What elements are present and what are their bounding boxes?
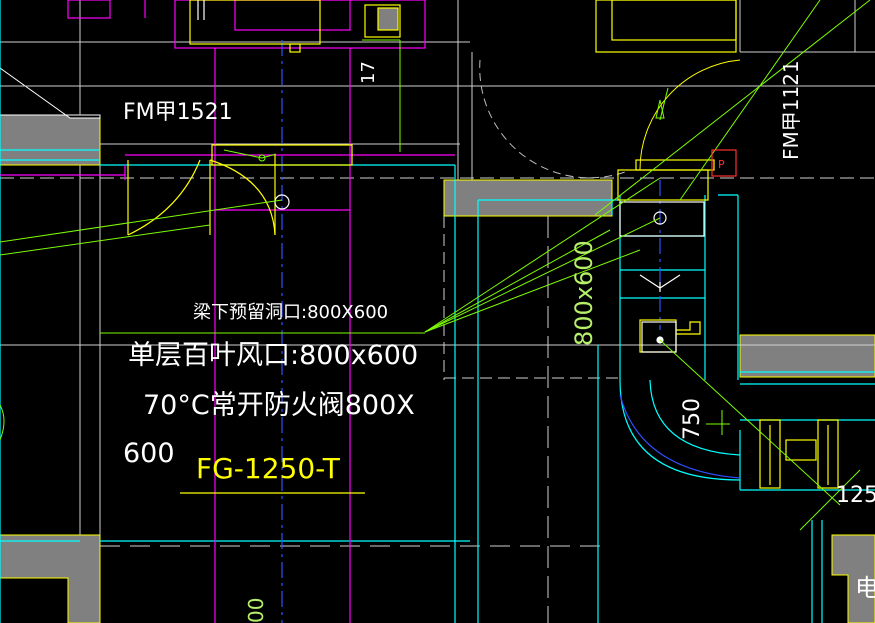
- door-label-fm1121: FM甲1121: [779, 60, 803, 160]
- single-louver-label: 单层百叶风口:800x600: [128, 340, 419, 371]
- white-symbols: [197, 0, 705, 353]
- door-label-fm1521: FM甲1521: [123, 100, 233, 125]
- wall-block-left: [0, 114, 101, 166]
- fan-tag-label: FG-1250-T: [196, 452, 340, 485]
- green-leaders: [0, 0, 871, 531]
- duct-size-vertical-label: 800x600: [570, 240, 598, 346]
- wall-block-bottom-left: [0, 534, 101, 623]
- wall-block-center: [443, 179, 613, 217]
- magenta-lines: [0, 0, 455, 623]
- red-tag: P: [711, 149, 737, 177]
- svg-text:P: P: [718, 158, 725, 171]
- fire-damper-label-line2: 600: [123, 438, 175, 469]
- yellow-lines: [127, 0, 839, 494]
- fire-damper-label-line1: 70°C常开防火阀800X: [143, 390, 415, 421]
- dimension-17-label: 17: [358, 61, 379, 84]
- beam-opening-label: 梁下预留洞口:800X600: [193, 302, 389, 323]
- blue-centerlines: [281, 40, 661, 623]
- wall-block-bottom-right: [831, 534, 875, 623]
- dimension-750-label: 750: [680, 398, 705, 440]
- dimension-00-label: 00: [244, 597, 268, 623]
- edge-char-label: 电: [855, 574, 875, 602]
- wall-chamfer-left: [0, 67, 101, 119]
- dimension-1250-label: 1250: [836, 483, 875, 508]
- wall-block-right: [739, 334, 875, 378]
- wall-blocks: [0, 67, 875, 623]
